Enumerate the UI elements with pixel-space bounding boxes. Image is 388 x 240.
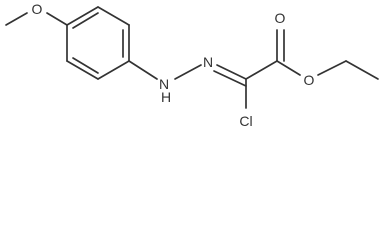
- ring-bond-4: [97, 60, 130, 80]
- ring-bond-2: [97, 6, 130, 26]
- ring-bond-1: [66, 6, 99, 26]
- ring-double-bond-3: [72, 57, 99, 74]
- hydrazone-nh-h: H: [161, 89, 171, 105]
- methyl-bond: [5, 12, 28, 26]
- ring-nh-bond: [128, 60, 158, 80]
- carbonyl-oxygen-label: O: [275, 10, 286, 26]
- methoxy-oxygen-label: O: [32, 1, 43, 17]
- chlorine-label: Cl: [239, 113, 252, 129]
- ethyl-bond-2: [345, 60, 379, 80]
- chemical-structure-diagram: O N Cl O O N H: [5, 1, 379, 129]
- methoxy-o-ring-bond: [46, 12, 68, 26]
- ethyl-bond-1: [317, 60, 347, 76]
- n-c-double-bond-b: [213, 70, 247, 87]
- ring-bond-5: [66, 60, 99, 80]
- ester-oxygen-bond: [276, 60, 301, 76]
- c-carbonyl-bond: [245, 60, 278, 80]
- ester-oxygen-label: O: [304, 72, 315, 88]
- nh-n-bond: [174, 64, 202, 80]
- hydrazone-nh-n: N: [159, 76, 169, 92]
- ring-double-bond-1: [72, 12, 99, 29]
- hydrazone-n-label: N: [203, 54, 213, 70]
- n-c-double-bond-a: [216, 64, 247, 80]
- hydrazone-nh-label: N H: [159, 76, 173, 105]
